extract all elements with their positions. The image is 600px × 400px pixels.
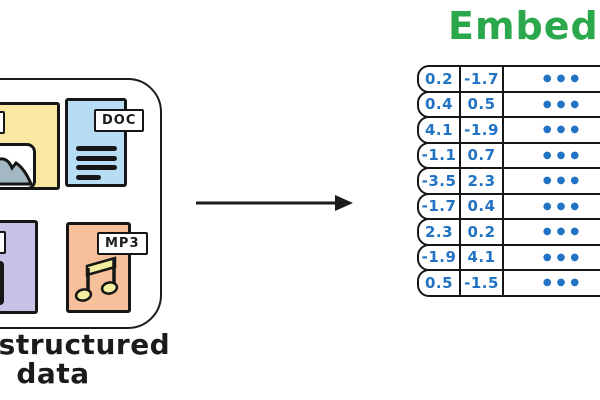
- embedding-row: -1.7 0.4 ●●●: [417, 192, 600, 220]
- embedding-value: 0.5: [419, 271, 461, 295]
- mp4-file-label: MP4: [0, 231, 6, 254]
- embedding-value: 2.3: [461, 169, 504, 193]
- image-icon: [0, 143, 36, 190]
- embedding-value: -1.7: [419, 194, 461, 218]
- embedding-value: 0.2: [419, 67, 461, 91]
- ellipsis-dots: ●●●: [542, 277, 585, 289]
- embedding-value: -1.7: [461, 67, 504, 91]
- embedding-value: 4.1: [461, 245, 504, 269]
- jpg-file-label: JPG: [0, 111, 6, 134]
- ellipsis-dots: ●●●: [542, 149, 585, 161]
- right-arrow-icon: [196, 195, 353, 211]
- mp3-file-label: MP3: [97, 232, 148, 255]
- embedding-value: 0.4: [419, 92, 461, 116]
- jpg-file-icon: JPG: [0, 102, 60, 190]
- embedding-value: 0.5: [461, 92, 504, 116]
- embedding-value: 2.3: [419, 220, 461, 244]
- embeddings-table: 0.2 -1.7 ●●● 0.4 0.5 ●●● 4.1 -1.9 ●●● -1…: [417, 65, 600, 297]
- embedding-value: -1.5: [461, 271, 504, 295]
- embedding-row: 2.3 0.2 ●●●: [417, 218, 600, 246]
- caption-line-2: data: [16, 357, 90, 390]
- text-lines-icon: [76, 146, 117, 184]
- ellipsis-dots: ●●●: [542, 175, 585, 187]
- mp4-file-icon: MP4: [0, 220, 38, 314]
- ellipsis-dots: ●●●: [542, 200, 585, 212]
- embedding-value: 0.2: [461, 220, 504, 244]
- embedding-value: 4.1: [419, 118, 461, 142]
- embedding-row: 0.4 0.5 ●●●: [417, 90, 600, 118]
- embedding-value: -1.1: [419, 143, 461, 167]
- embedding-value: 0.7: [461, 143, 504, 167]
- doc-file-icon: DOC: [65, 98, 145, 187]
- unstructured-data-caption: Unstructured data: [0, 328, 171, 390]
- ellipsis-dots: ●●●: [542, 98, 585, 110]
- ellipsis-dots: ●●●: [542, 226, 585, 238]
- embedding-row: 0.2 -1.7 ●●●: [417, 65, 600, 93]
- doc-file-label: DOC: [94, 109, 145, 132]
- unstructured-data-group: JPG DOC MP4: [0, 78, 162, 329]
- embedding-value: 0.4: [461, 194, 504, 218]
- embedding-value: -3.5: [419, 169, 461, 193]
- embedding-row: -1.1 0.7 ●●●: [417, 141, 600, 169]
- music-note-icon: [74, 256, 119, 302]
- embedding-row: -3.5 2.3 ●●●: [417, 167, 600, 195]
- ellipsis-dots: ●●●: [542, 124, 585, 136]
- embedding-row: 4.1 -1.9 ●●●: [417, 116, 600, 144]
- filmstrip-icon: [0, 261, 4, 305]
- embedding-row: 0.5 -1.5 ●●●: [417, 269, 600, 297]
- embeddings-title: Embeddings: [448, 4, 600, 48]
- mp3-file-icon: MP3: [66, 222, 148, 313]
- embedding-value: -1.9: [461, 118, 504, 142]
- embedding-value: -1.9: [419, 245, 461, 269]
- ellipsis-dots: ●●●: [542, 251, 585, 263]
- caption-line-1: Unstructured: [0, 328, 171, 361]
- ellipsis-dots: ●●●: [542, 73, 585, 85]
- embedding-row: -1.9 4.1 ●●●: [417, 243, 600, 271]
